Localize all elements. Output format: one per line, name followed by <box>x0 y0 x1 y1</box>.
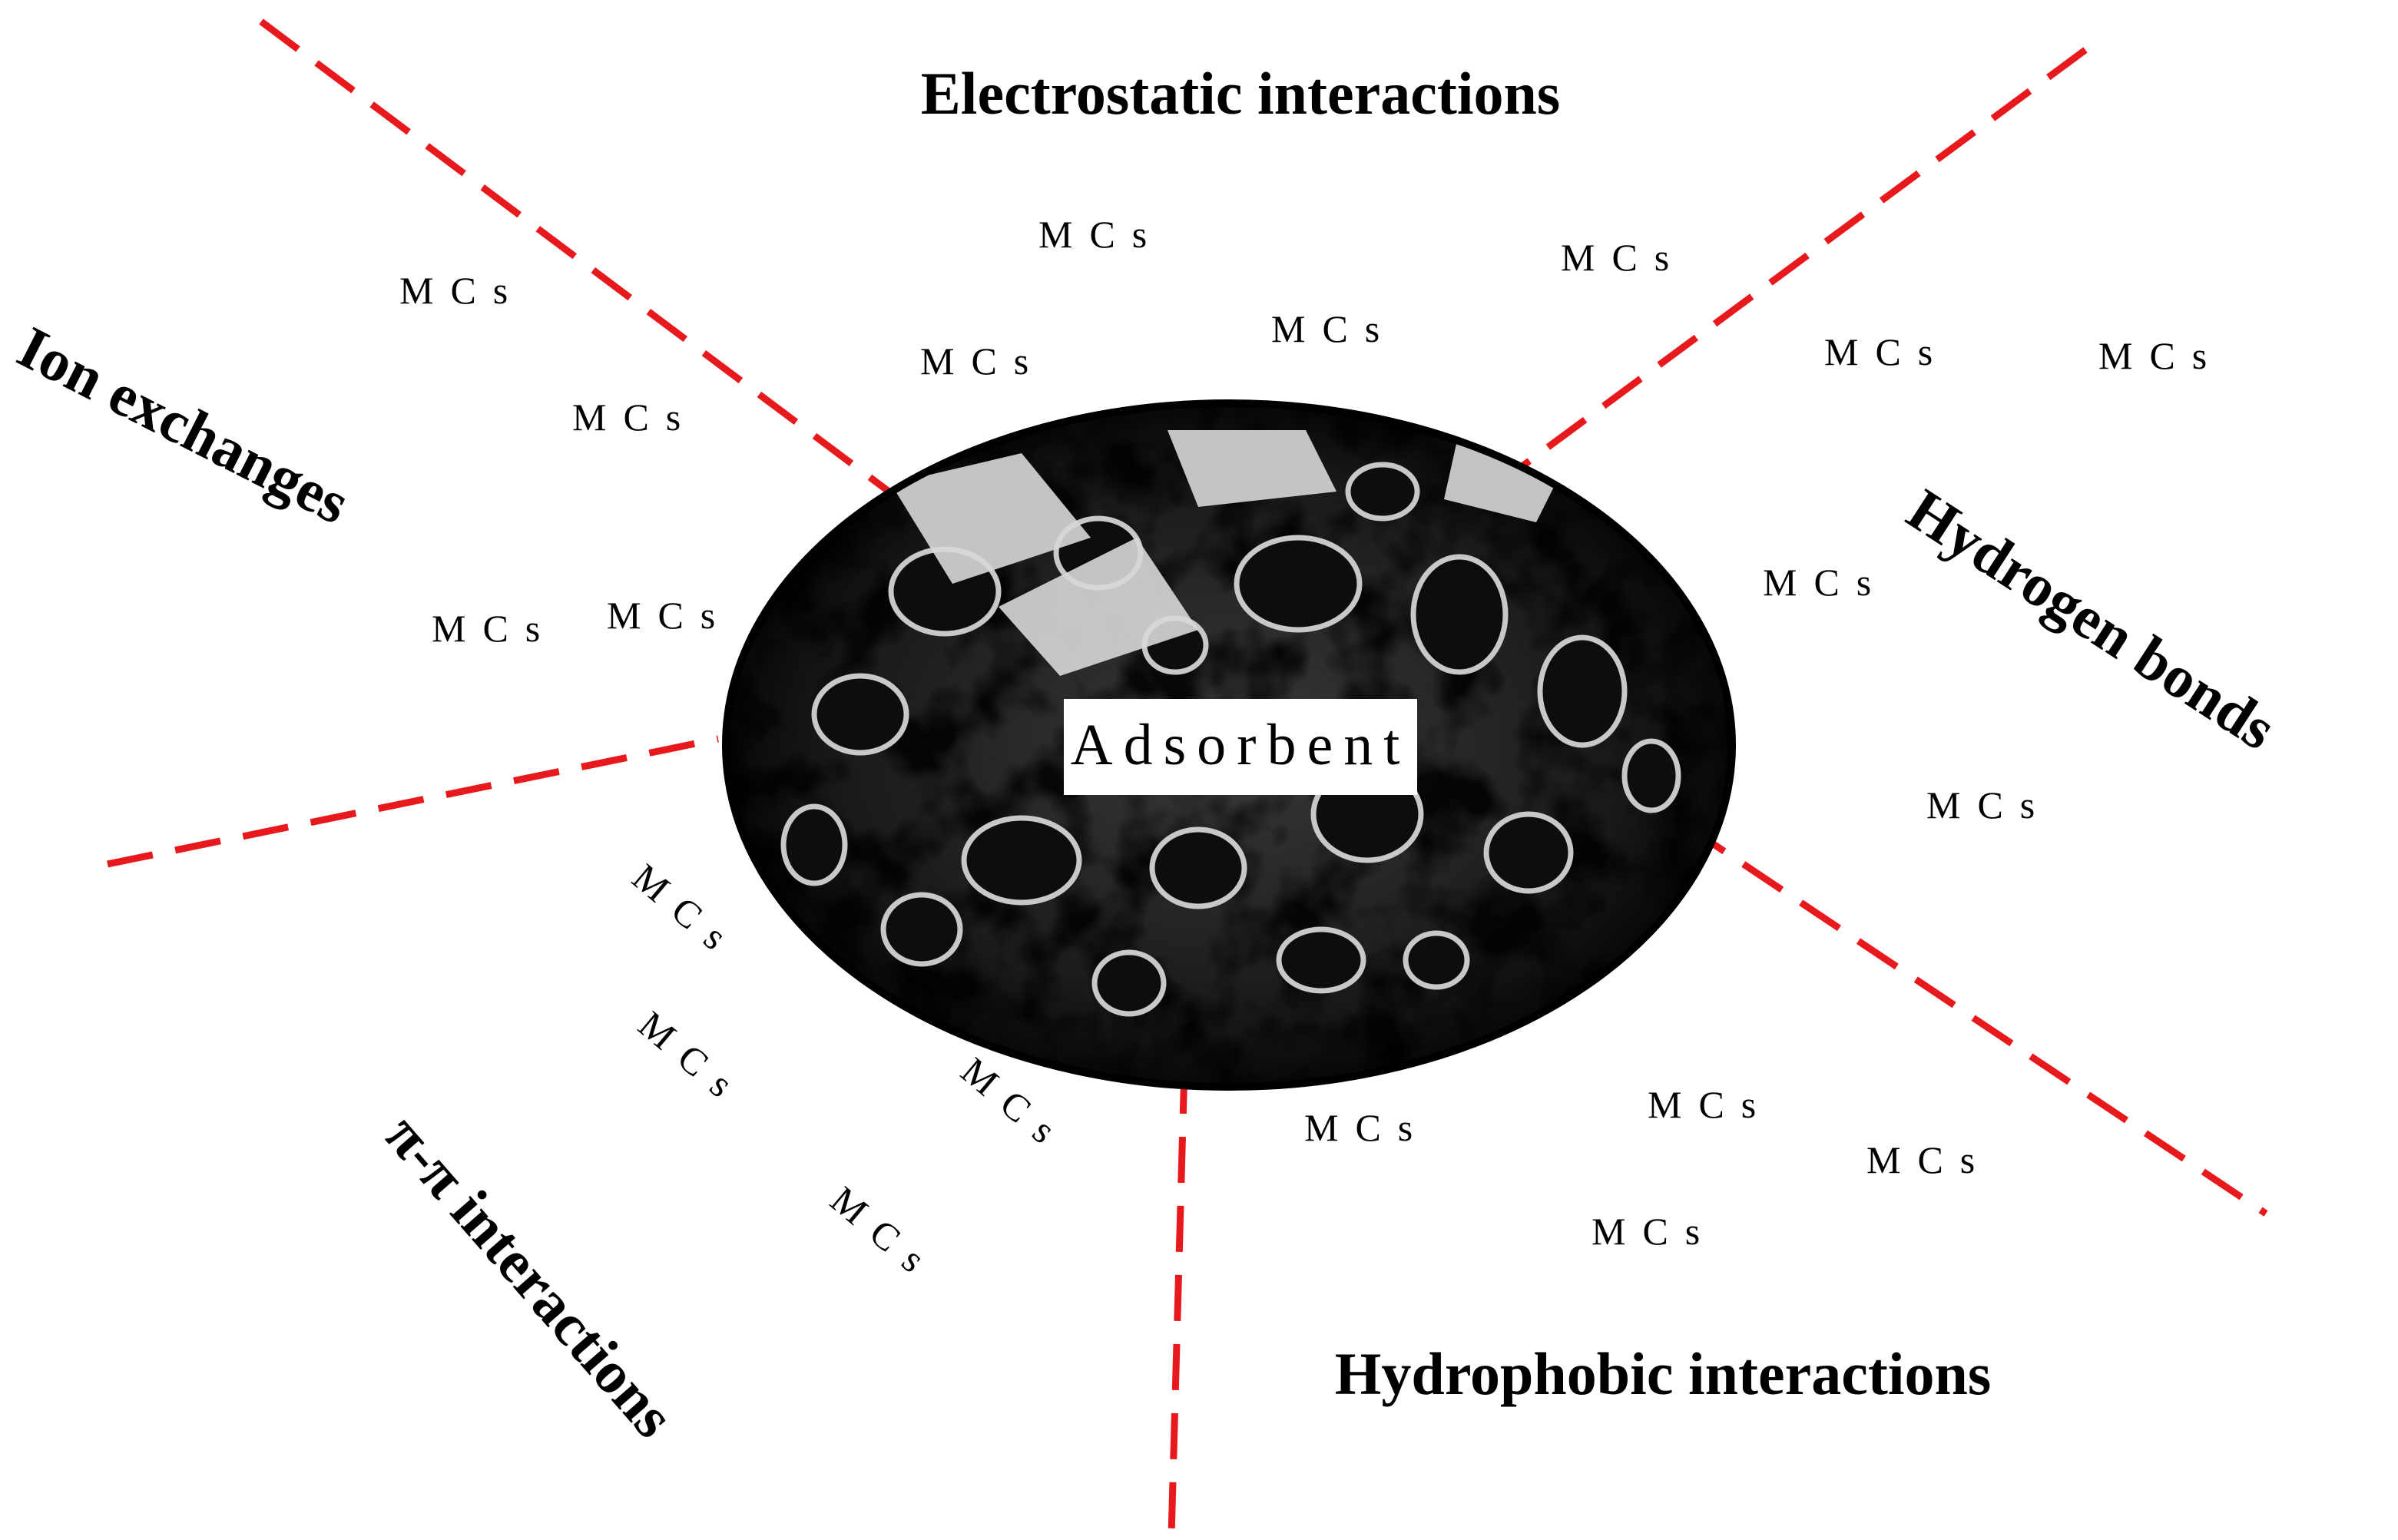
mcs-label: MCs <box>1824 330 1949 373</box>
mcs-label: MCs <box>920 339 1045 383</box>
mcs-label: MCs <box>399 269 525 312</box>
mcs-label: MCs <box>572 396 697 439</box>
divider-upper-right <box>1515 47 2088 473</box>
sector-dividers <box>107 18 2268 1537</box>
mcs-label: MCs <box>823 1178 946 1292</box>
label-pi-pi: π-π interactions <box>373 1101 687 1449</box>
mcs-label: MCs <box>432 607 557 650</box>
adsorbent-label-box: Adsorbent <box>1064 699 1417 795</box>
divider-upper-left <box>259 18 893 496</box>
mcs-label: MCs <box>607 594 732 637</box>
divider-left <box>107 735 719 868</box>
mcs-label: MCs <box>1271 307 1396 350</box>
mcs-label: MCs <box>631 1003 754 1117</box>
mcs-label: MCs <box>1038 213 1164 256</box>
mcs-label: MCs <box>2098 334 2224 377</box>
divider-right <box>1684 823 2268 1217</box>
mcs-label: MCs <box>624 856 748 969</box>
adsorbent-label: Adsorbent <box>1071 713 1411 777</box>
mcs-label: MCs <box>1763 561 1888 604</box>
label-ion-exchange: Ion exchanges <box>8 313 359 537</box>
divider-bottom <box>1168 1067 1188 1537</box>
label-hydrogen-bonds: Hydrogen bonds <box>1896 475 2288 762</box>
label-hydrophobic: Hydrophobic interactions <box>1335 1340 1991 1407</box>
mcs-label: MCs <box>1591 1210 1717 1253</box>
mcs-label: MCs <box>1648 1083 1773 1126</box>
mcs-label: MCs <box>1561 236 1686 279</box>
label-electrostatic: Electrostatic interactions <box>921 60 1560 127</box>
mcs-label: MCs <box>1304 1106 1429 1149</box>
mcs-label: MCs <box>1926 783 2052 826</box>
mcs-label: MCs <box>1866 1138 1992 1181</box>
